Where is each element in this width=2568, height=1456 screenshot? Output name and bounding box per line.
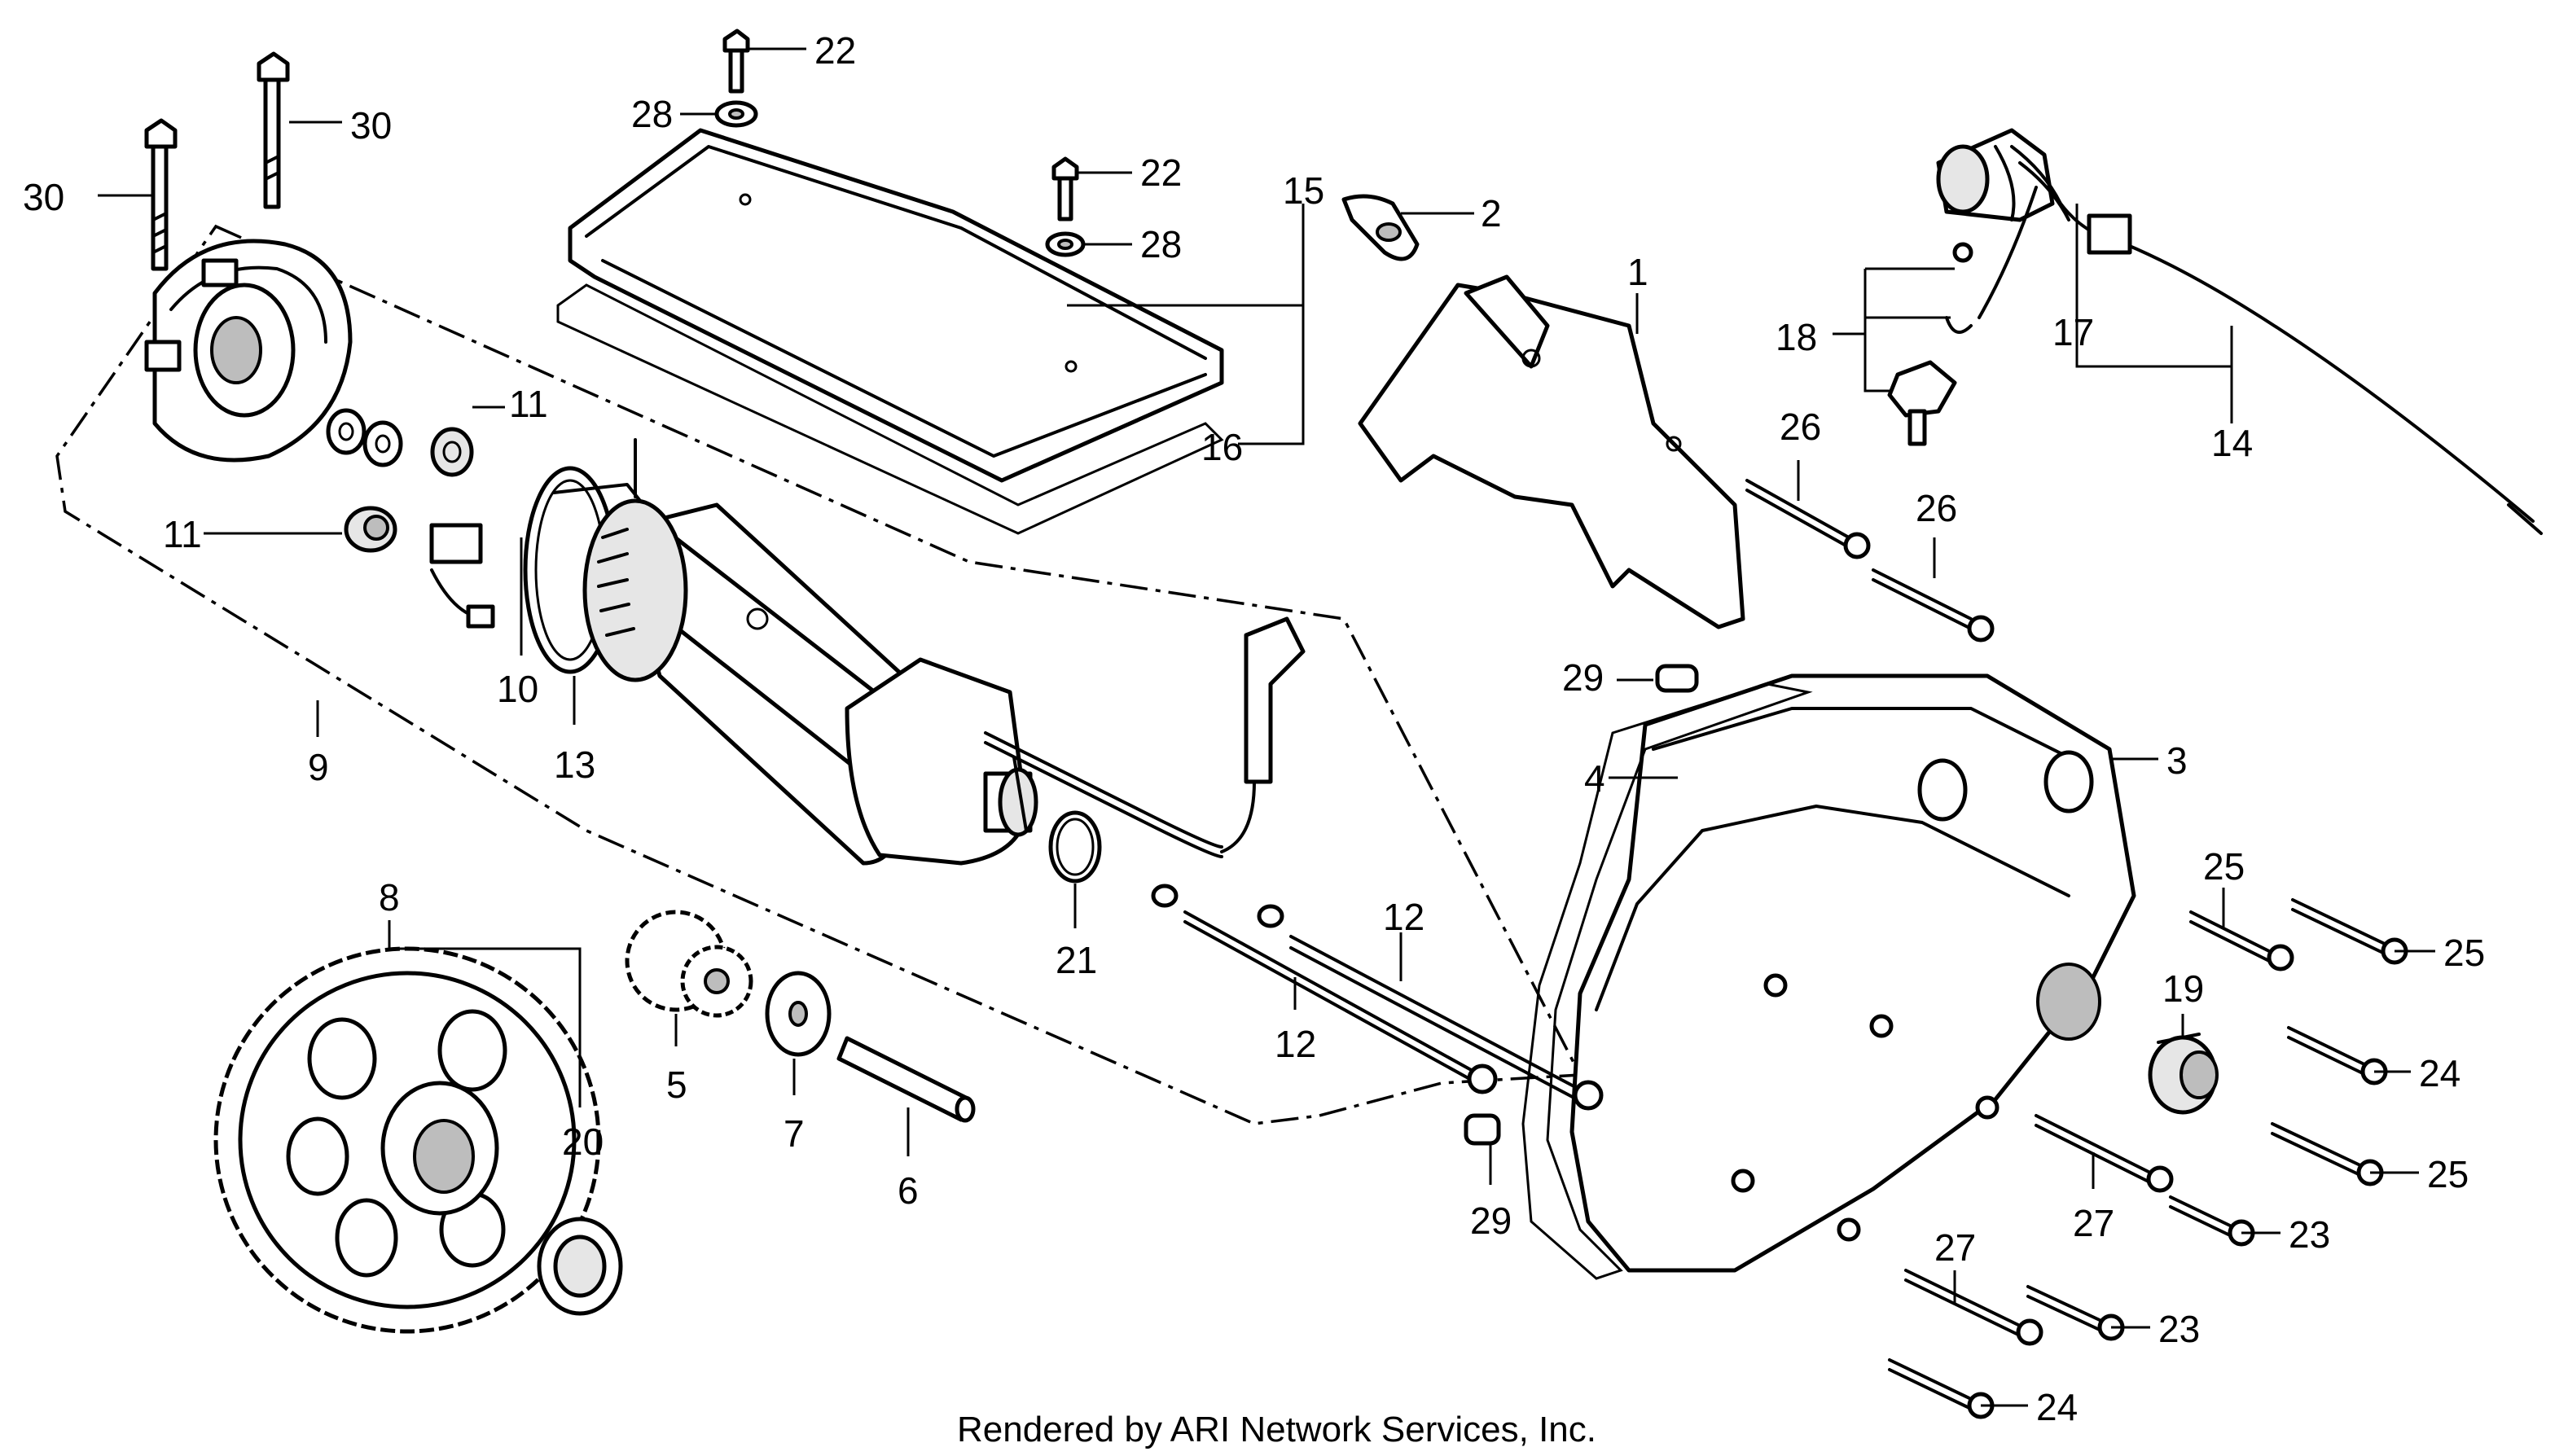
callout-14: 14: [2211, 422, 2253, 464]
guard-plate-1: [1358, 274, 1745, 629]
callout-17: 17: [2052, 311, 2094, 353]
callout-11-upper: 11: [509, 383, 548, 425]
bolt-26-lower: [1872, 568, 1995, 642]
bolt-23-upper: [2169, 1195, 2255, 1247]
bolt-26-upper: [1745, 479, 1871, 559]
bearing-19: [2148, 1033, 2219, 1115]
callout-11-lower: 11: [163, 513, 202, 555]
starter-driven-gear-8: [213, 946, 601, 1334]
bolt-12-lower: [1151, 884, 1498, 1094]
gasket-4: [1521, 682, 1813, 1280]
callout-28-lower: 28: [1140, 223, 1182, 265]
idle-gear-5: [625, 910, 753, 1018]
callout-13: 13: [554, 743, 595, 786]
callout-22-lower: 22: [1140, 151, 1182, 194]
brush-10: [429, 523, 495, 629]
callout-1: 1: [1627, 251, 1648, 293]
o-ring-21: [1048, 810, 1102, 884]
callout-25-left: 25: [2203, 845, 2245, 888]
shaft-6: [836, 1036, 976, 1123]
collar-11-lower: [344, 506, 397, 553]
oil-seal-20: [537, 1217, 623, 1316]
render-credit: Rendered by ARI Network Services, Inc.: [957, 1410, 1596, 1449]
callout-22-upper: 22: [814, 29, 856, 72]
starter-motor: [582, 498, 1038, 866]
callout-25-right-lower: 25: [2427, 1153, 2469, 1195]
callout-29-upper: 29: [1562, 656, 1604, 699]
bolt-22-upper: [722, 29, 750, 94]
callout-10: 10: [497, 668, 538, 710]
bolt-22-lower: [1051, 156, 1079, 221]
gasket-16: [556, 283, 1224, 535]
bolt-25-left: [2189, 910, 2294, 971]
cover-15: [568, 128, 1224, 483]
grommet-2: [1341, 194, 1420, 261]
wire-harness-14: [1978, 145, 2543, 535]
callout-6: 6: [898, 1169, 919, 1212]
callout-7: 7: [784, 1112, 805, 1155]
switch-18: [1887, 242, 1973, 446]
callout-21: 21: [1056, 939, 1097, 981]
callout-26-lower: 26: [1916, 487, 1957, 529]
callout-4: 4: [1584, 757, 1605, 800]
leader-lines: [98, 47, 2435, 1407]
washers-pair: [326, 408, 403, 467]
assembly-outline-9: [55, 224, 1583, 1125]
callout-5: 5: [666, 1063, 687, 1106]
starter-end-cover: [144, 239, 353, 463]
callout-20: 20: [562, 1121, 604, 1163]
callout-24-upper: 24: [2419, 1052, 2460, 1094]
callout-23-lower: 23: [2158, 1308, 2200, 1350]
starter-cable: [984, 616, 1306, 858]
callout-30-left: 30: [23, 176, 64, 218]
callout-18: 18: [1776, 316, 1817, 358]
callout-27-left: 27: [1934, 1226, 1976, 1269]
callout-19: 19: [2162, 967, 2204, 1010]
callout-27-right: 27: [2073, 1202, 2114, 1244]
bolt-30-right: [257, 51, 290, 209]
collar-11-upper: [430, 427, 474, 477]
grommet-17: [1936, 128, 2055, 222]
callout-23-upper: 23: [2289, 1213, 2330, 1256]
washer-28-lower: [1045, 231, 1086, 257]
washer-7: [765, 971, 832, 1057]
callout-16: 16: [1201, 426, 1243, 468]
callout-8: 8: [379, 876, 400, 919]
dowel-29-upper: [1655, 664, 1699, 693]
callout-24-lower: 24: [2036, 1386, 2078, 1428]
callout-29-lower: 29: [1470, 1199, 1512, 1242]
callout-labels: 30 30 22 28 22 28 15 2 1 16 18 17 14 26 …: [23, 29, 2485, 1428]
callout-15: 15: [1283, 169, 1324, 212]
callout-12-lower: 12: [1275, 1023, 1316, 1065]
callout-30-right: 30: [350, 104, 392, 147]
callout-3: 3: [2166, 739, 2188, 782]
dowel-29-lower: [1464, 1113, 1501, 1146]
bolt-25-right-upper: [2291, 898, 2408, 965]
callout-28-upper: 28: [631, 93, 673, 135]
bolt-12-upper: [1257, 904, 1604, 1111]
crankcase-cover-3: [1569, 673, 2136, 1273]
callout-12-upper: 12: [1383, 896, 1424, 938]
callout-9: 9: [308, 746, 329, 788]
bolt-24-upper: [2287, 1026, 2388, 1085]
callout-25-right-upper: 25: [2443, 932, 2485, 974]
bolt-27-right: [2035, 1114, 2174, 1193]
callout-26-upper: 26: [1780, 406, 1821, 448]
callout-2: 2: [1481, 192, 1502, 235]
bolt-24-lower: [1888, 1358, 1995, 1419]
washer-28-upper: [714, 100, 758, 128]
bolt-27-left: [1904, 1269, 2043, 1346]
bolt-25-right-lower: [2271, 1122, 2384, 1186]
bolt-30-left: [144, 118, 178, 271]
